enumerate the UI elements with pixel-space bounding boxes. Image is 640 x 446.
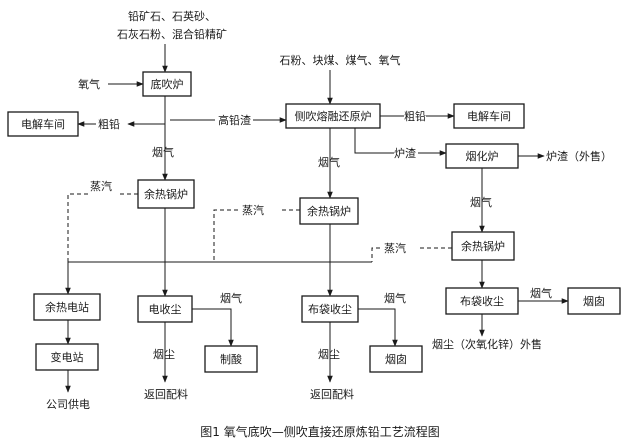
label-fanhui-1: 返回配料	[144, 387, 188, 401]
node-ceblu: 侧吹熔融还原炉	[285, 103, 381, 129]
label-luzha-sale: 炉渣（外售）	[546, 149, 612, 163]
edge-dianshouchen-to-zhisuan	[192, 308, 234, 347]
label-gongsi: 公司供电	[46, 397, 90, 411]
edge-budai-to-yancong1	[358, 308, 398, 347]
node-biandianzhan: 变电站	[35, 343, 99, 371]
node-budaishouchen2: 布袋收尘	[445, 287, 519, 315]
edge-dichuilu-to-cuqian	[127, 96, 166, 127]
svg-text:布袋收尘: 布袋收尘	[308, 302, 352, 316]
svg-text:余热锅炉: 余热锅炉	[461, 239, 505, 253]
label-luzha: 炉渣	[394, 146, 416, 160]
svg-text:侧吹熔融还原炉: 侧吹熔融还原炉	[295, 109, 372, 123]
svg-text:变电站: 变电站	[51, 350, 84, 364]
svg-text:余热电站: 余热电站	[45, 300, 89, 314]
svg-text:余热锅炉: 余热锅炉	[307, 204, 351, 218]
label-cuqian-right: 粗铅	[404, 109, 426, 123]
label-yanqi-ceblu: 烟气	[318, 155, 340, 169]
edge-steam3-to-trunk	[371, 247, 380, 262]
label-zhengqi-1: 蒸汽	[90, 179, 112, 193]
svg-text:布袋收尘: 布袋收尘	[460, 294, 504, 308]
label-yanchen-sale: 烟尘（次氧化锌）外售	[432, 337, 542, 351]
svg-text:余热锅炉: 余热锅炉	[144, 187, 188, 201]
svg-text:电收尘: 电收尘	[149, 302, 182, 316]
label-yanchen-dianshou: 烟尘	[153, 347, 175, 361]
node-dianjie-left: 电解车间	[7, 111, 79, 137]
edge-steam-trunk-left	[67, 193, 88, 262]
node-yure-station: 余热电站	[33, 293, 101, 321]
label-input-top-line2: 石灰石粉、混合铅精矿	[117, 27, 227, 41]
node-yanhualu: 烟化炉	[445, 143, 519, 169]
svg-text:制酸: 制酸	[220, 352, 242, 366]
label-yanqi-yanhua: 烟气	[470, 195, 492, 209]
svg-text:烟囱: 烟囱	[385, 352, 407, 366]
label-input-top-line1: 铅矿石、石英砂、	[128, 9, 216, 23]
label-gaoqianzha: 高铅渣	[218, 113, 251, 127]
node-yure3: 余热锅炉	[451, 231, 515, 261]
node-yancong2: 烟囱	[567, 287, 621, 315]
svg-text:烟化炉: 烟化炉	[466, 149, 499, 163]
label-yanqi-budai2: 烟气	[530, 286, 552, 300]
node-yure2: 余热锅炉	[299, 197, 359, 225]
figure-caption: 图1 氧气底吹—侧吹直接还原炼铅工艺流程图	[200, 424, 439, 439]
node-dianjie-right: 电解车间	[453, 103, 525, 129]
node-yure1: 余热锅炉	[137, 179, 195, 209]
node-dianshouchen: 电收尘	[137, 295, 193, 323]
label-yanchen-budai: 烟尘	[318, 347, 340, 361]
label-zhengqi-2: 蒸汽	[242, 203, 264, 217]
label-input-right: 石粉、块煤、煤气、氧气	[280, 53, 401, 67]
label-fanhui-2: 返回配料	[310, 387, 354, 401]
edge-steam2-to-trunk	[213, 209, 238, 262]
svg-text:电解车间: 电解车间	[21, 117, 65, 131]
svg-text:烟囱: 烟囱	[583, 294, 605, 308]
label-yanqi-dichui: 烟气	[152, 145, 174, 159]
svg-text:底吹炉: 底吹炉	[151, 77, 184, 91]
label-zhengqi-3: 蒸汽	[384, 241, 406, 255]
node-budaishouchen: 布袋收尘	[301, 295, 359, 323]
node-dichuilu: 底吹炉	[142, 71, 192, 97]
label-oxygen: 氧气	[78, 77, 100, 91]
node-yancong1: 烟囱	[369, 345, 423, 373]
label-yanqi-dianshou: 烟气	[220, 291, 242, 305]
svg-text:电解车间: 电解车间	[467, 109, 511, 123]
label-cuqian-left: 粗铅	[98, 117, 120, 131]
edge-ceblu-to-luzha	[354, 128, 394, 154]
label-yanqi-budai: 烟气	[384, 291, 406, 305]
node-zhisuan: 制酸	[204, 345, 258, 373]
